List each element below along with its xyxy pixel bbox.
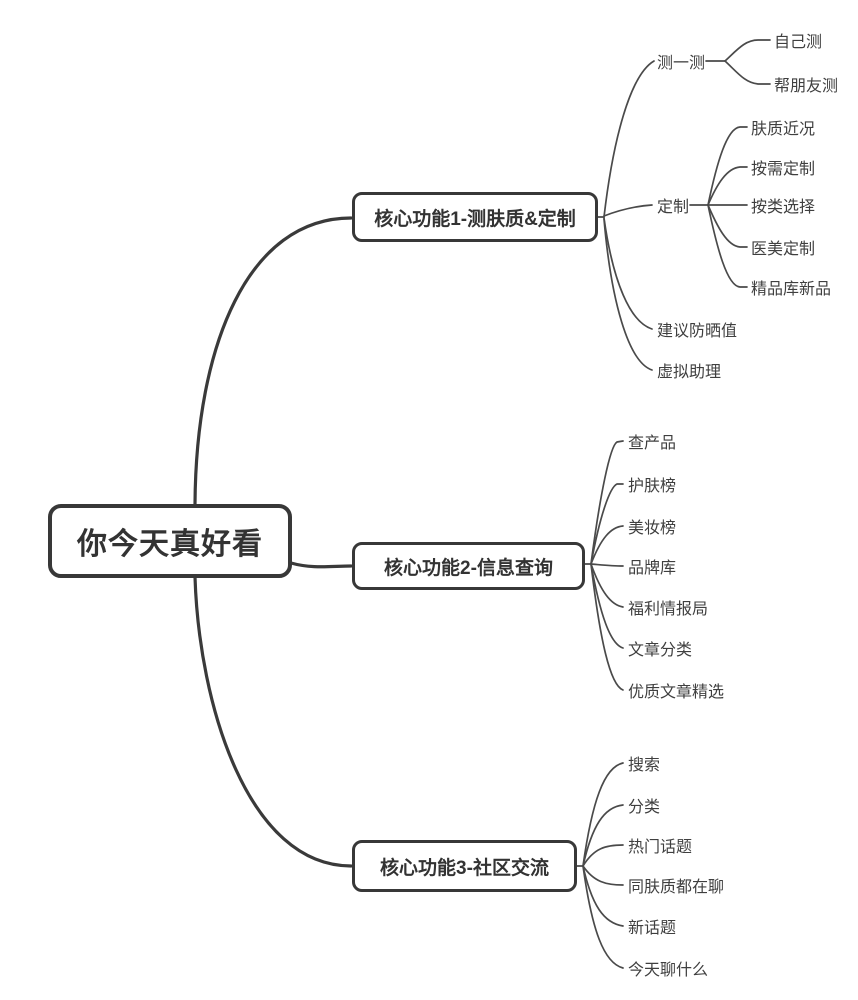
branch-node-3[interactable]: 核心功能3-社区交流 — [352, 840, 577, 892]
connector-root-branch3 — [193, 575, 353, 868]
connector-root-branch2 — [289, 561, 353, 569]
connector-branch2-hufubang — [590, 483, 624, 565]
leaf-anleixuanze[interactable]: 按类选择 — [751, 199, 816, 216]
leaf-jintianliaoshenme[interactable]: 今天聊什么 — [628, 962, 709, 979]
connector-dingzhi-anxu — [707, 166, 748, 206]
connector-branch2-fuli — [590, 563, 624, 608]
leaf-fuzhijinkuang[interactable]: 肤质近况 — [751, 121, 816, 138]
connector-branch1-ceyice — [603, 60, 655, 218]
connector-branch3-fenlei — [582, 804, 624, 867]
leaf-anxudingzhi[interactable]: 按需定制 — [751, 161, 816, 178]
node-ceyice[interactable]: 测一测 — [657, 55, 706, 72]
connector-branch1-xunizhuli — [603, 218, 653, 371]
connector-branch2-chachanpin — [590, 440, 624, 565]
connector-branch3-jintianliao — [582, 865, 624, 969]
connector-branch2-pinpaiku — [590, 563, 624, 567]
connector-ceyice-bangpengyouce — [724, 60, 771, 85]
sub-connectors — [576, 39, 771, 969]
connector-root-branch1 — [193, 216, 353, 506]
main-connectors — [193, 216, 353, 868]
leaf-hufubang[interactable]: 护肤榜 — [628, 478, 677, 495]
branch-node-2-label: 核心功能2-信息查询 — [384, 557, 553, 579]
leaf-youzhiwenzhangjingxuan[interactable]: 优质文章精选 — [628, 684, 725, 701]
node-dingzhi[interactable]: 定制 — [657, 199, 690, 216]
connector-branch1-dingzhi — [603, 204, 653, 217]
leaf-bangpengyouce[interactable]: 帮朋友测 — [774, 78, 839, 95]
branch-node-1[interactable]: 核心功能1-测肤质&定制 — [352, 192, 598, 242]
leaf-tongfuzhidouzailiao[interactable]: 同肤质都在聊 — [628, 879, 725, 896]
leaf-sousuo[interactable]: 搜索 — [628, 757, 661, 774]
leaf-fenlei[interactable]: 分类 — [628, 799, 661, 816]
connector-dingzhi-jingpinku — [707, 204, 748, 288]
root-node-label: 你今天真好看 — [77, 528, 263, 561]
leaf-zijice[interactable]: 自己测 — [774, 34, 823, 51]
connector-branch3-sousuo — [582, 762, 624, 867]
leaf-yimeidingzhi[interactable]: 医美定制 — [751, 241, 816, 258]
connector-branch2-meizhuangbang — [590, 525, 624, 565]
connector-branch2-youzhiwenzhang — [590, 563, 624, 691]
leaf-xinhuati[interactable]: 新话题 — [628, 920, 677, 937]
leaf-remenhuati[interactable]: 热门话题 — [628, 839, 693, 856]
leaf-jianyifangshaizhi[interactable]: 建议防晒值 — [657, 323, 738, 340]
connector-dingzhi-fuzhi — [707, 126, 748, 206]
leaf-jingpinkuxinpin[interactable]: 精品库新品 — [751, 281, 832, 298]
connector-branch1-fangshaizhi — [603, 217, 653, 330]
leaf-pinpaiku[interactable]: 品牌库 — [628, 560, 677, 577]
leaf-wenzhangfenlei[interactable]: 文章分类 — [628, 642, 693, 659]
connector-branch2-wenzhangfenlei — [590, 563, 624, 649]
connector-branch3-tongfuzhi — [582, 865, 624, 886]
root-node[interactable]: 你今天真好看 — [48, 504, 292, 578]
branch-node-3-label: 核心功能3-社区交流 — [380, 857, 549, 879]
leaf-xunizhuli[interactable]: 虚拟助理 — [657, 364, 722, 381]
leaf-fuliqingbaoju[interactable]: 福利情报局 — [628, 601, 709, 618]
leaf-chachanpin[interactable]: 查产品 — [628, 435, 677, 452]
leaf-meizhuangbang[interactable]: 美妆榜 — [628, 520, 677, 537]
connector-branch3-xinhuati — [582, 865, 624, 927]
connector-dingzhi-yimei — [707, 204, 748, 248]
branch-node-1-label: 核心功能1-测肤质&定制 — [374, 208, 576, 230]
branch-node-2[interactable]: 核心功能2-信息查询 — [352, 542, 585, 590]
connector-branch3-remen — [582, 844, 624, 867]
connector-ceyice-zijice — [724, 39, 771, 62]
